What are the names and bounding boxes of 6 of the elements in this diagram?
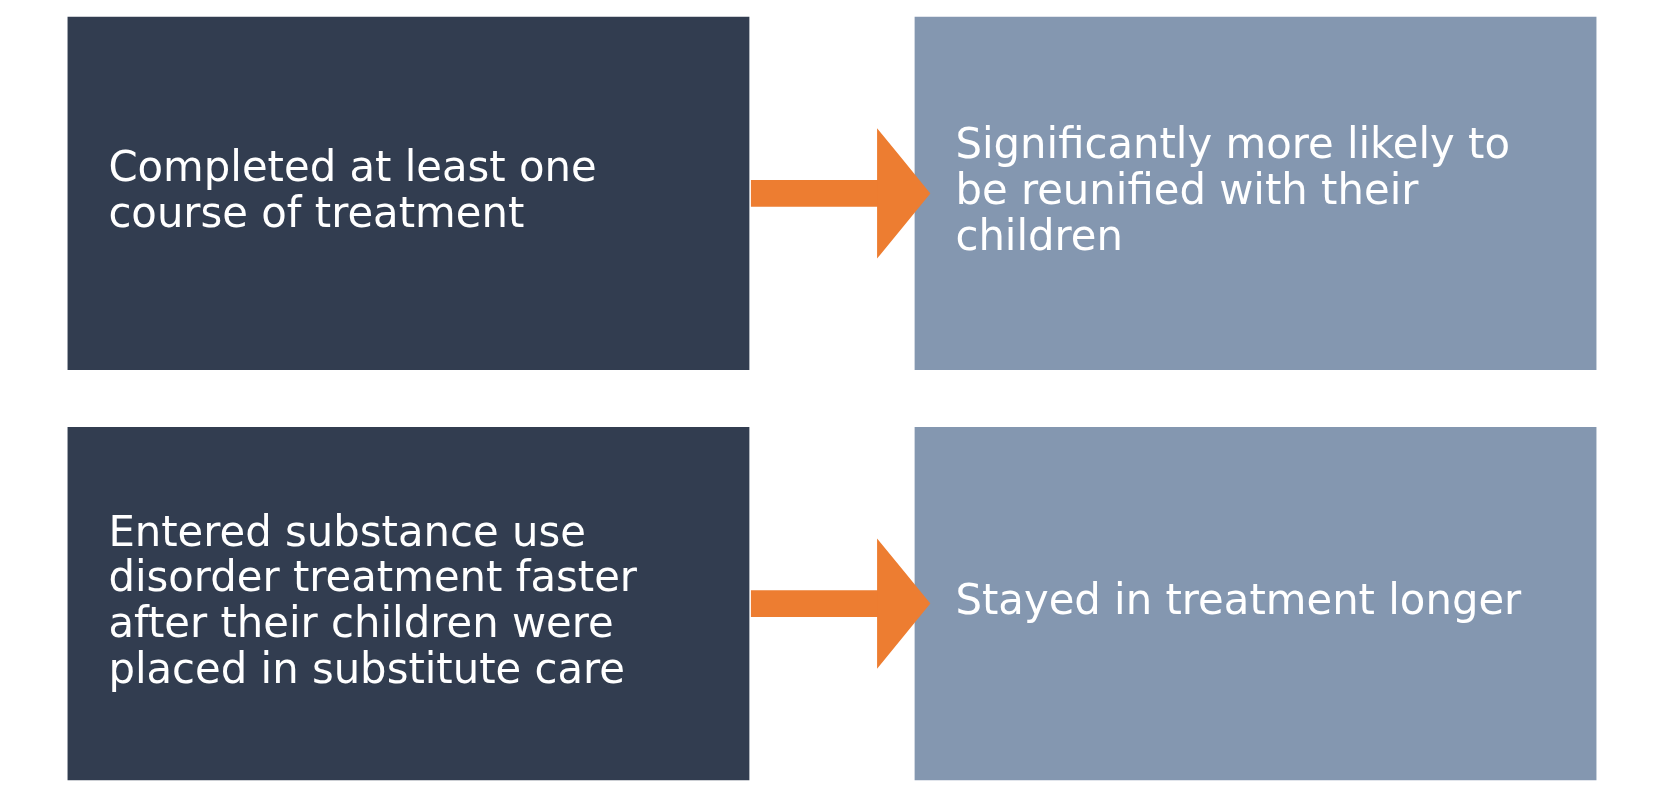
arrow — [750, 128, 930, 259]
node-box: Completed at least one course of treatment — [65, 14, 751, 372]
arrow — [750, 538, 930, 669]
node-box: Significantly more likely to be reunified with their children — [912, 14, 1598, 372]
node-box: Entered substance use disorder treatment faster after their children were placed in substitute care — [65, 425, 751, 783]
node-box: Stayed in treatment longer — [912, 425, 1598, 783]
